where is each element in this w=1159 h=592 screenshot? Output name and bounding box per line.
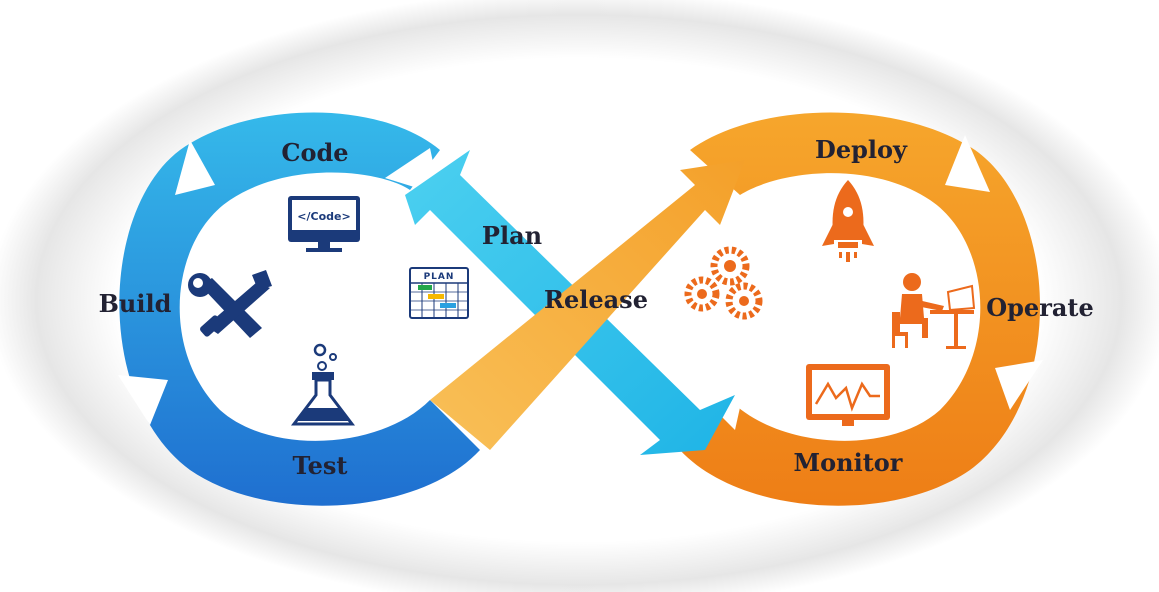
left-divider-bottom (118, 375, 168, 425)
stage-label-deploy: Deploy (815, 135, 908, 164)
code-screen-text: </Code> (297, 210, 350, 223)
right-divider-bottom (995, 360, 1043, 410)
left-divider-top (175, 140, 215, 195)
flask-icon (290, 343, 356, 426)
left-loop-band (119, 112, 480, 506)
right-divider-top (945, 135, 990, 192)
stage-label-monitor: Monitor (794, 448, 903, 477)
gears-icon (684, 246, 763, 320)
tools-icon (188, 270, 272, 338)
stage-label-plan: Plan (482, 221, 542, 250)
stage-label-build: Build (99, 289, 172, 318)
right-loop-band (680, 112, 1040, 506)
operator-desk-icon (892, 273, 976, 349)
stage-label-code: Code (281, 138, 348, 167)
stage-label-test: Test (293, 451, 348, 480)
release-arrow (430, 160, 745, 450)
monitor-code-icon: </Code> (288, 196, 360, 252)
rocket-icon (822, 180, 874, 262)
plan-board-text: PLAN (424, 272, 455, 282)
monitor-graph-icon (806, 364, 890, 426)
gears-hubs (697, 260, 749, 306)
plan-board-icon: PLAN (409, 267, 469, 319)
stage-label-release: Release (544, 285, 648, 314)
stage-label-operate: Operate (986, 293, 1094, 322)
